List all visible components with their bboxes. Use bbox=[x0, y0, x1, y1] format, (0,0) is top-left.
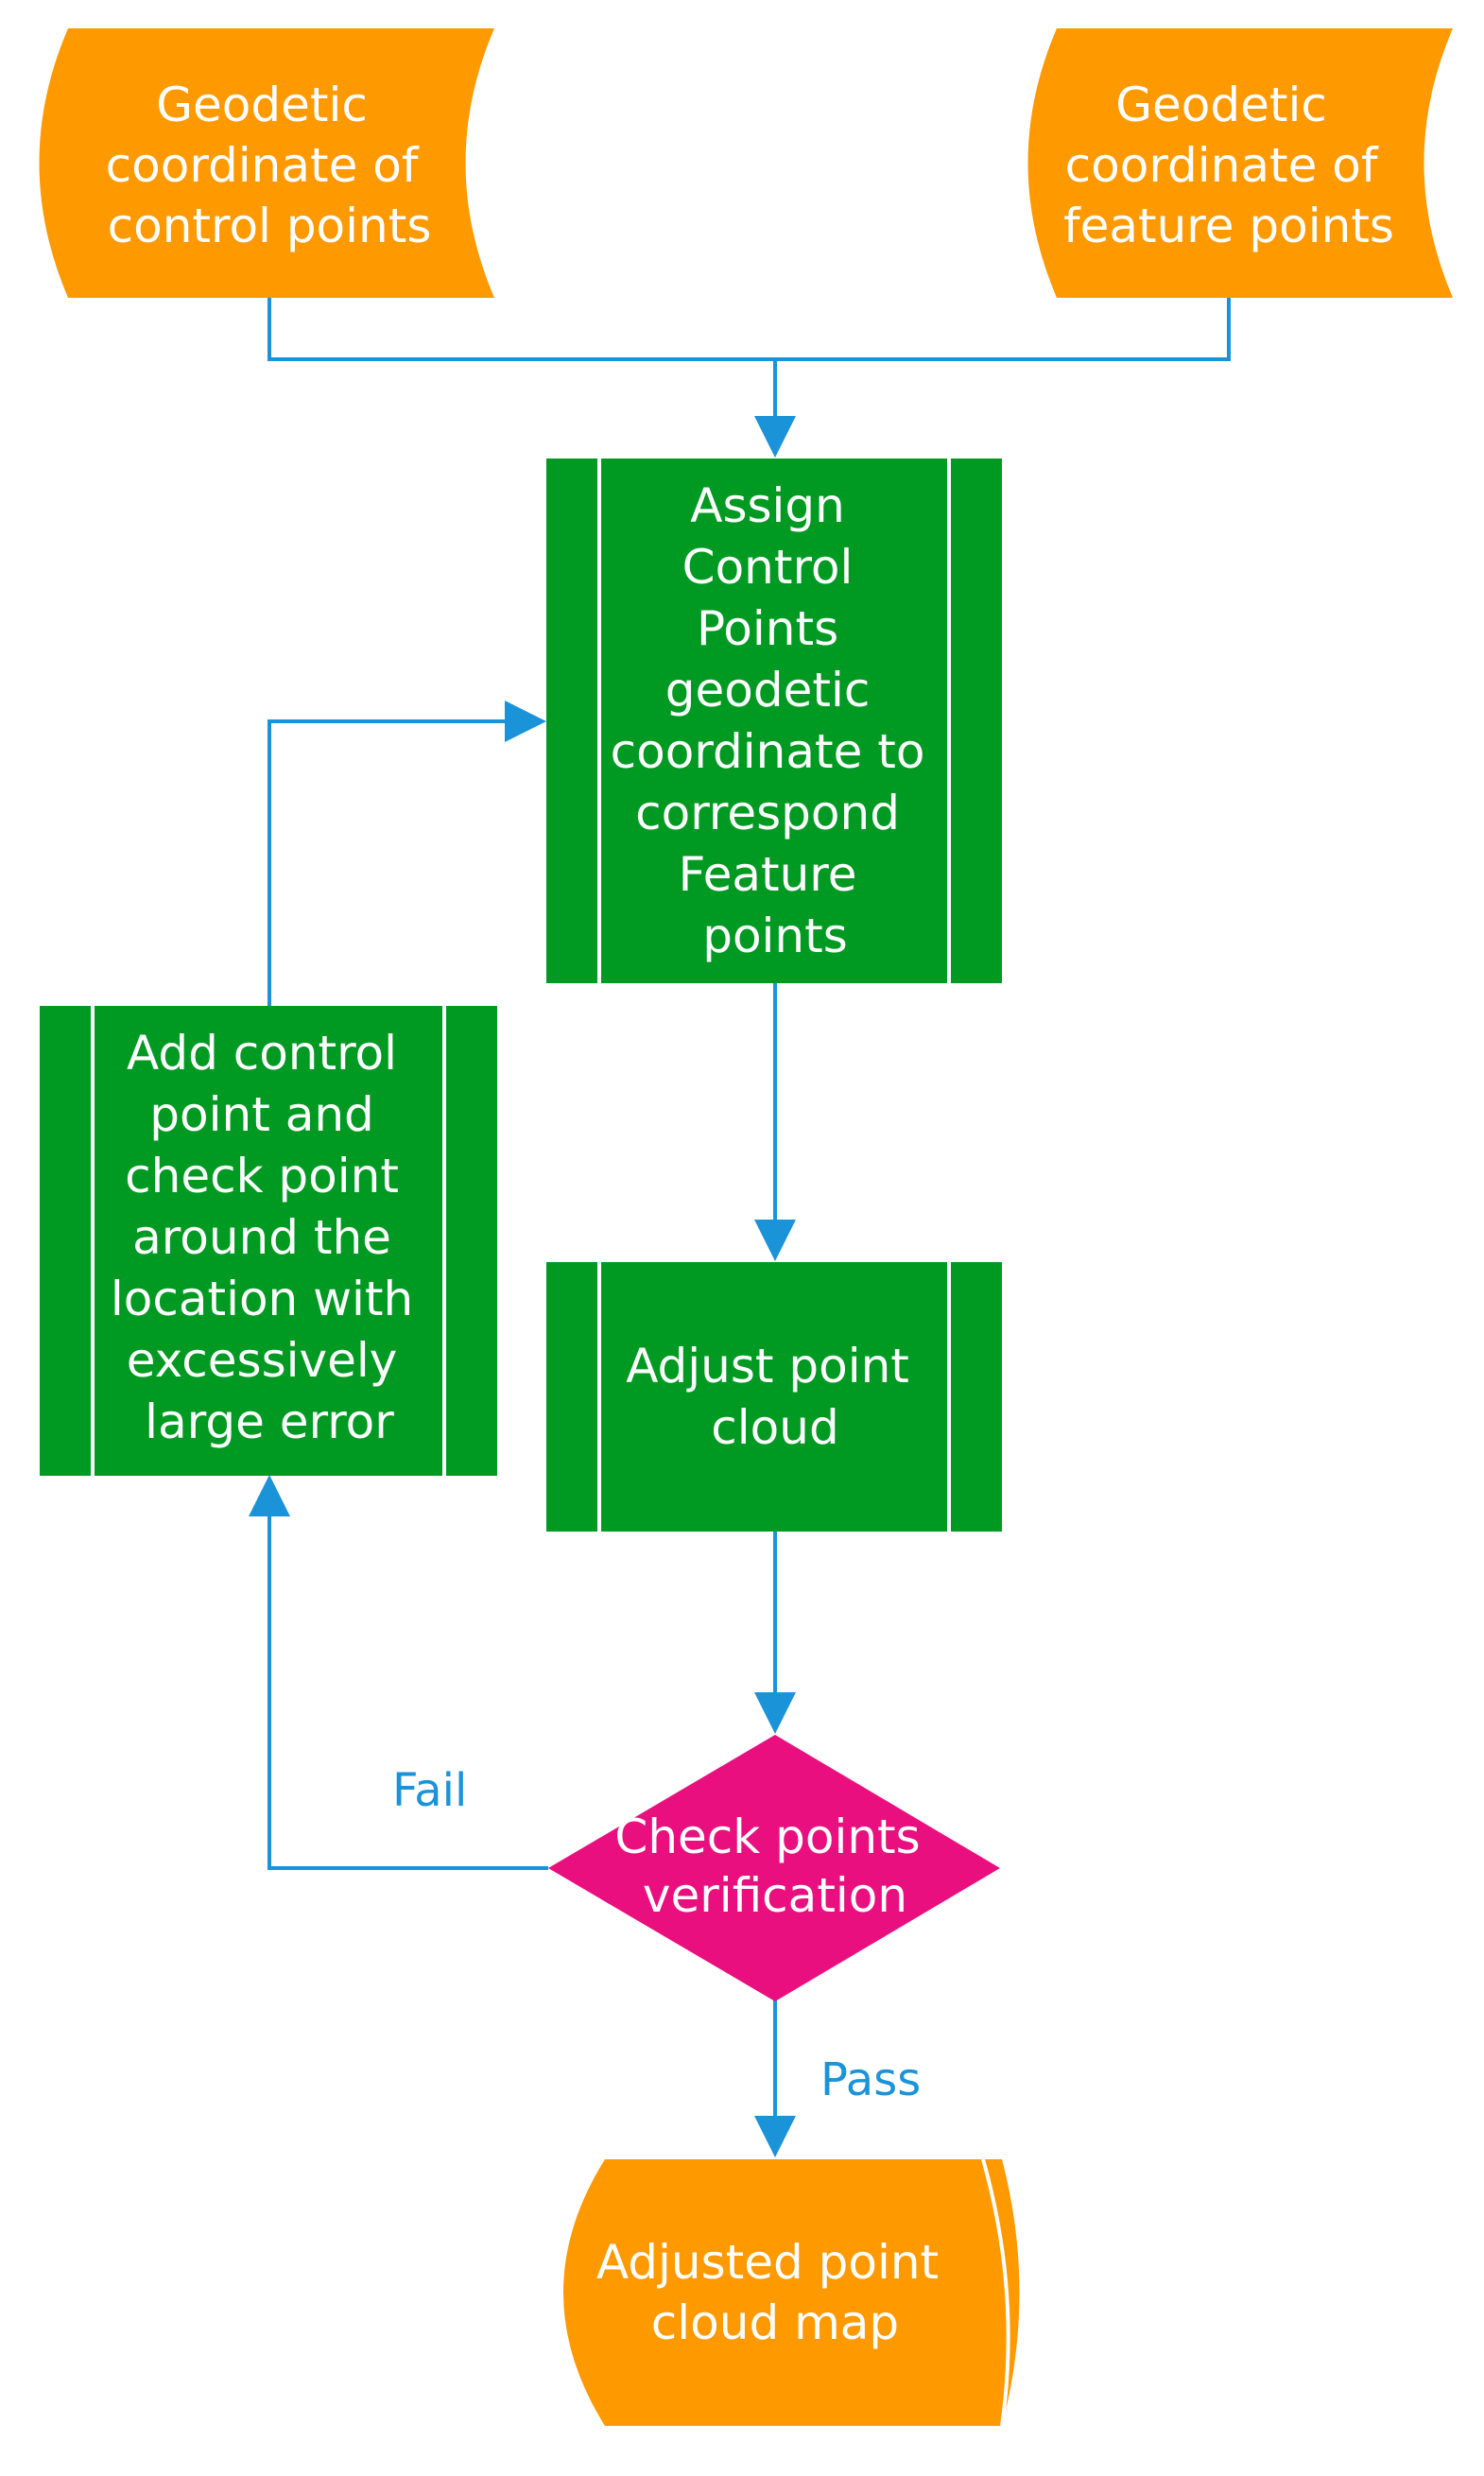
verification-decision-shape bbox=[548, 1735, 1000, 2001]
assign-process-line: coordinate to bbox=[611, 724, 925, 779]
adjust-process-node: Adjust point cloud bbox=[546, 1262, 1002, 1532]
connector-control-points-to-merge bbox=[267, 298, 775, 361]
assign-process-line: Assign bbox=[690, 478, 845, 533]
verification-decision-label: Check points verification bbox=[614, 1809, 935, 1923]
adjust-process-shape bbox=[546, 1262, 1002, 1532]
output-storage-node: Adjusted point cloud map bbox=[563, 2158, 1020, 2427]
control-points-input-shape bbox=[39, 28, 494, 298]
connector-add-points-to-assign bbox=[267, 719, 505, 1006]
feature-points-input-node: Geodetic coordinate of feature points bbox=[1027, 28, 1453, 298]
adjust-process-label: Adjust point cloud bbox=[626, 1339, 924, 1455]
assign-process-line: correspond bbox=[635, 786, 900, 840]
verification-decision-line: verification bbox=[643, 1868, 907, 1923]
verification-decision-node: Check points verification bbox=[548, 1735, 1000, 2001]
add-points-process-line: check point bbox=[125, 1149, 399, 1203]
assign-process-node: Assign Control Points geodetic coordinat… bbox=[546, 459, 1002, 983]
assign-process-line: Control bbox=[682, 540, 854, 595]
connectors bbox=[249, 298, 1231, 2157]
pass-edge-label: Pass bbox=[820, 2053, 921, 2106]
assign-process-label: Assign Control Points geodetic coordinat… bbox=[611, 478, 940, 963]
control-points-input-line: coordinate of bbox=[106, 138, 420, 193]
assign-process-line: Points bbox=[697, 601, 838, 656]
arrowhead-into-decision bbox=[754, 1692, 796, 1734]
feature-points-input-shape bbox=[1027, 28, 1453, 298]
feature-points-input-line: coordinate of bbox=[1065, 138, 1379, 193]
assign-process-line: points bbox=[702, 909, 848, 963]
control-points-input-node: Geodetic coordinate of control points bbox=[39, 28, 494, 298]
add-points-process-line: Add control bbox=[127, 1026, 397, 1081]
connector-feature-points-to-merge bbox=[775, 298, 1231, 361]
output-storage-cap bbox=[981, 2158, 1010, 2427]
add-points-process-line: location with bbox=[111, 1272, 413, 1326]
add-points-process-line: large error bbox=[145, 1394, 394, 1449]
assign-process-line: Feature bbox=[679, 847, 857, 902]
add-points-process-line: around the bbox=[132, 1210, 391, 1265]
add-points-process-shape bbox=[40, 1006, 497, 1476]
arrowhead-into-add-points bbox=[249, 1475, 290, 1516]
control-points-input-line: Geodetic bbox=[156, 78, 368, 132]
add-points-process-label: Add control point and check point around… bbox=[111, 1026, 428, 1449]
output-storage-label: Adjusted point cloud map bbox=[596, 2235, 954, 2350]
add-points-process-node: Add control point and check point around… bbox=[40, 1006, 497, 1476]
control-points-input-line: control points bbox=[108, 199, 432, 253]
adjust-process-line: cloud bbox=[711, 1400, 838, 1455]
feature-points-input-line: Geodetic bbox=[1115, 78, 1327, 132]
arrowhead-loop-into-assign bbox=[505, 701, 546, 742]
verification-decision-line: Check points bbox=[614, 1809, 920, 1864]
arrowhead-into-adjust bbox=[754, 1220, 796, 1261]
output-storage-line: cloud map bbox=[651, 2295, 899, 2350]
connector-decision-fail-to-add-points bbox=[267, 1516, 548, 1870]
assign-process-line: geodetic bbox=[665, 663, 871, 718]
output-storage-line: Adjusted point bbox=[596, 2235, 939, 2290]
add-points-process-line: point and bbox=[149, 1087, 373, 1142]
output-storage-shape bbox=[563, 2159, 1020, 2426]
fail-edge-label: Fail bbox=[392, 1764, 467, 1817]
feature-points-input-line: feature points bbox=[1063, 199, 1394, 253]
arrowhead-into-assign bbox=[754, 416, 796, 458]
add-points-process-line: excessively bbox=[127, 1333, 398, 1388]
feature-points-input-label: Geodetic coordinate of feature points bbox=[1063, 78, 1394, 253]
arrowhead-into-output bbox=[754, 2116, 796, 2157]
assign-process-shape bbox=[546, 459, 1002, 983]
adjust-process-line: Adjust point bbox=[626, 1339, 909, 1394]
control-points-input-label: Geodetic coordinate of control points bbox=[106, 78, 434, 253]
